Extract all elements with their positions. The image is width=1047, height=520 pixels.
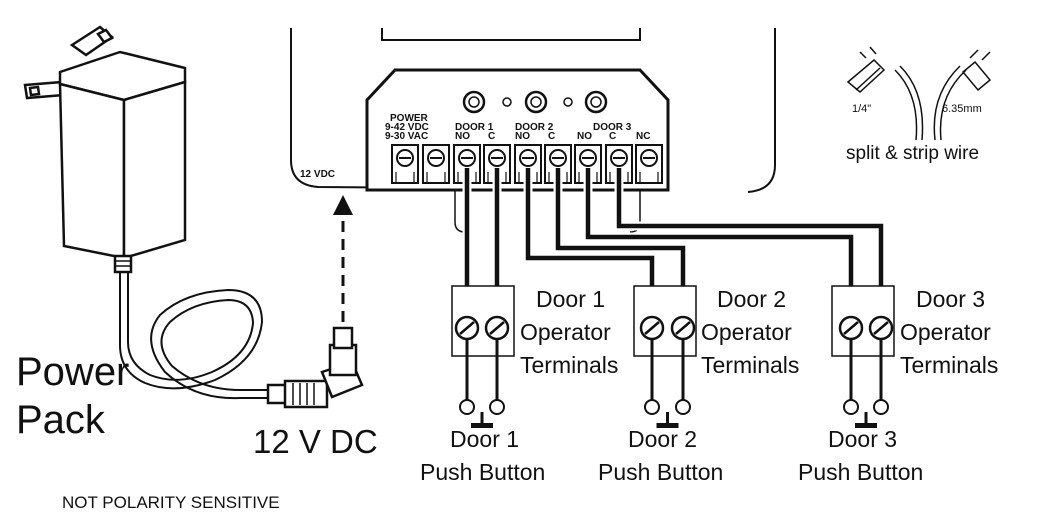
door3-terminal-line3: Terminals xyxy=(900,352,998,378)
strip-caption: split & strip wire xyxy=(846,143,979,164)
voltage-label: 12 V DC xyxy=(253,423,378,460)
door3-header: DOOR 3 xyxy=(593,122,632,133)
door1-no-label: NO xyxy=(455,131,470,142)
door2-terminal-title: Door 2 xyxy=(717,286,786,312)
door2-button-title: Door 2 xyxy=(628,426,697,452)
power-label-1: POWER xyxy=(390,113,429,124)
door3-no-label: NO xyxy=(577,131,592,142)
door1-push-button-cap xyxy=(471,423,493,428)
power-label-3: 9-30 VAC xyxy=(385,131,428,142)
door1-button-contact-icon xyxy=(459,399,475,415)
door2-terminal-line3: Terminals xyxy=(701,352,799,378)
wire-6 xyxy=(616,168,884,318)
door3-terminal-line2: Operator xyxy=(900,319,991,345)
door2-push-button-cap xyxy=(656,423,679,428)
door3-c-label: C xyxy=(609,131,616,142)
door3-terminal-title: Door 3 xyxy=(916,286,985,312)
door2-button-contact-icon xyxy=(644,399,660,415)
door3-button-contact-icon xyxy=(843,399,859,415)
door2-no-label: NO xyxy=(515,131,530,142)
strip-length-mm: 6.35mm xyxy=(942,103,982,115)
wire-4 xyxy=(555,168,686,318)
door3-nc-label: NC xyxy=(636,131,650,142)
power-label-2: 9-42 VDC xyxy=(385,122,429,133)
door2-header: DOOR 2 xyxy=(515,122,554,133)
polarity-note: NOT POLARITY SENSITIVE xyxy=(62,493,280,512)
wire-strip-icon xyxy=(846,46,992,141)
door2-c-label: C xyxy=(548,131,555,142)
door3-push-button-cap xyxy=(855,423,877,428)
door2-terminal-line2: Operator xyxy=(701,319,792,345)
door1-terminal-line3: Terminals xyxy=(520,352,618,378)
door2-button-contact-icon xyxy=(675,399,691,415)
strip-length-inch: 1/4" xyxy=(852,103,871,115)
door1-button-title: Door 1 xyxy=(450,426,519,452)
door1-c-label: C xyxy=(488,131,495,142)
door1-button-line2: Push Button xyxy=(420,459,545,485)
door3-button-title: Door 3 xyxy=(828,426,897,452)
door-operators xyxy=(451,285,895,428)
door3-button-line2: Push Button xyxy=(798,459,923,485)
power-pack xyxy=(23,25,364,409)
arrow-head-icon xyxy=(333,195,353,215)
door1-terminal-title: Door 1 xyxy=(536,286,605,312)
door1-terminal-line2: Operator xyxy=(520,319,611,345)
door1-header: DOOR 1 xyxy=(455,122,494,133)
door1-button-contact-icon xyxy=(489,399,505,415)
wire-5 xyxy=(585,168,854,318)
terminal-block xyxy=(391,144,663,184)
door2-button-line2: Push Button xyxy=(598,459,723,485)
power-pack-label-line1: Power xyxy=(16,350,129,394)
door3-button-contact-icon xyxy=(873,399,889,415)
jack-label: 12 VDC xyxy=(300,169,335,180)
power-pack-label-line2: Pack xyxy=(16,398,106,442)
